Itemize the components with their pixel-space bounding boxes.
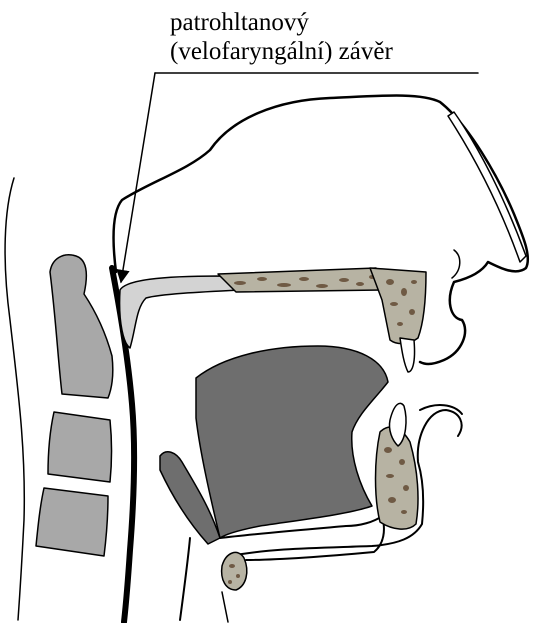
upper-alveolar-bone [370,268,426,344]
pointer-arrow [121,73,155,282]
neck-front-outline [222,592,228,622]
upper-incisor [400,338,415,372]
larynx-line [180,538,190,620]
vertebra-middle [48,412,112,482]
nose-tip-detail [452,250,460,278]
vertebra-lower [36,488,108,556]
neck-back-outline [5,178,24,620]
nasal-bone [448,112,526,262]
hyoid-bone [222,552,247,590]
vertebra-upper [50,255,113,398]
tongue [196,346,388,538]
soft-palate [120,276,240,348]
